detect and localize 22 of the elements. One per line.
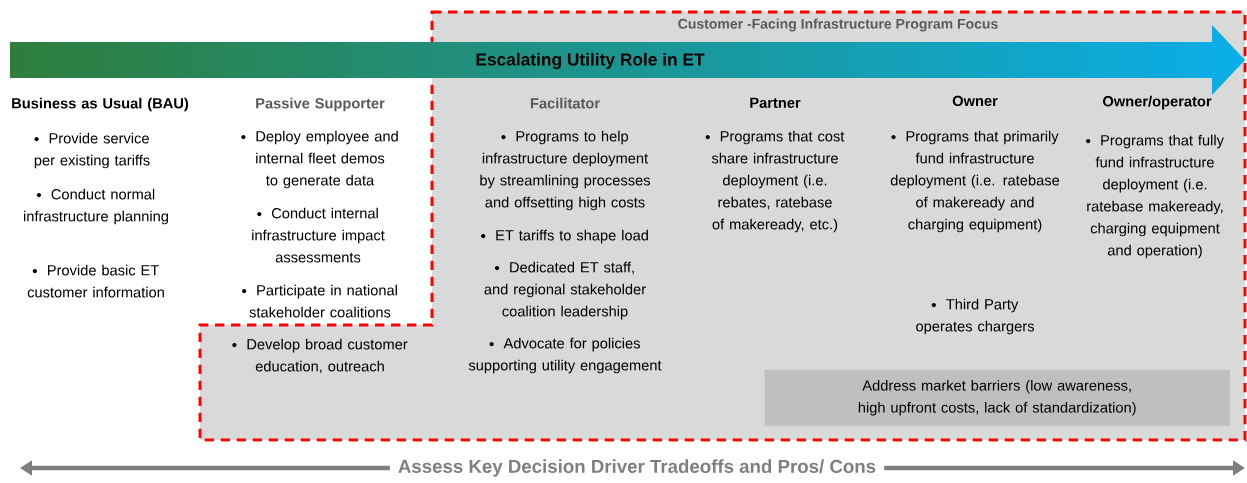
column-heading: Partner: [750, 97, 801, 108]
column-heading: Owner/operator: [1103, 95, 1212, 110]
bullet-item: Provide service per existing tariffs: [34, 132, 150, 169]
bullet-item: Programs that cost share infrastructure deployment (i.e. rebates, ratebase of makeready, etc.): [705, 130, 845, 233]
bullet-item: Dedicated ET staff, and regional stakeholder coalition leadership: [484, 261, 646, 320]
column-heading: Facilitator: [530, 97, 600, 109]
bullet-item: Conduct normal infrastructure planning: [24, 188, 168, 225]
bullet-item: Programs that primarily fund infrastructure deployment (i.e. ratebase of makeready and charging equipment): [890, 130, 1060, 233]
bullet-item: Advocate for policies supporting utility engagement: [468, 337, 662, 374]
bullet-item: Provide basic ET customer information: [27, 264, 164, 298]
bullet-item: Deploy employee and internal fleet demos to generate data: [241, 130, 398, 189]
bullet-item: Develop broad customer education, outreach: [232, 338, 408, 374]
column-heading: Owner: [952, 95, 998, 107]
column-heading: Business as Usual (BAU): [12, 97, 189, 112]
bullet-item: Conduct internal infrastructure impact assessments: [252, 207, 385, 263]
column-heading: Passive Supporter: [256, 97, 385, 112]
bullet-item: ET tariffs to shape load: [481, 229, 648, 244]
bullet-item: Programs to help infrastructure deployment by streamlining processes and offsetting high costs: [480, 130, 650, 211]
bullet-item: Third Party operates chargers: [916, 298, 1034, 335]
bullet-item: Programs that fully fund infrastructure deployment (i.e. ratebase makeready, charging equipment and operation): [1086, 134, 1224, 259]
bullet-item: Participate in national stakeholder coalitions: [242, 284, 397, 318]
note-box: Address market barriers (low awareness, high upfront costs, lack of standardization): [764, 369, 1230, 426]
